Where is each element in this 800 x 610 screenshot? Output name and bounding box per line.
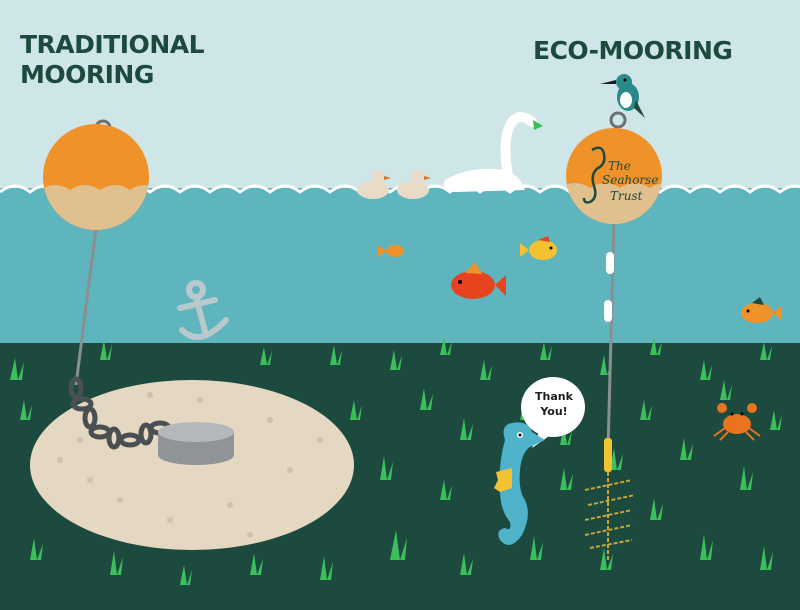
speech-bubble-line1: Thank <box>535 390 573 403</box>
sand-specks <box>57 392 323 538</box>
eco-anchor-screw <box>604 438 612 472</box>
eco-rope-floats <box>604 252 614 322</box>
traditional-mooring-rope <box>74 219 99 386</box>
eco-mooring-title: ECO-MOORING <box>533 36 733 65</box>
traditional-buoy <box>43 119 149 230</box>
traditional-title-line2: MOORING <box>20 60 154 89</box>
anchor-icon <box>177 280 229 341</box>
seahorse-icon <box>494 422 545 545</box>
buoy-logo-line2: Seahorse <box>602 173 659 187</box>
fish-icon <box>451 262 506 299</box>
duck-icon <box>397 170 431 199</box>
buoy-logo-line1: The <box>608 159 631 173</box>
concrete-block-icon <box>158 422 234 465</box>
helix-screw-anchor <box>584 472 636 560</box>
chain-icon <box>68 376 172 450</box>
crab-icon <box>713 403 761 441</box>
fish-icon <box>378 245 404 257</box>
fish-icon <box>520 236 557 260</box>
speech-bubble-text: Thank You! <box>527 389 581 419</box>
fish-icon <box>741 297 782 323</box>
duck-icon <box>357 170 391 199</box>
buoy-logo-line3: Trust <box>610 189 643 203</box>
swan-icon <box>443 112 543 192</box>
traditional-mooring-title: TRADITIONAL MOORING <box>20 30 205 90</box>
sand-scar <box>30 380 354 550</box>
traditional-title-line1: TRADITIONAL <box>20 30 205 59</box>
kingfisher-icon <box>600 74 645 118</box>
speech-bubble-line2: You! <box>540 405 568 418</box>
seagrass <box>10 337 782 585</box>
sea <box>0 188 800 348</box>
seahorse-logo-icon <box>582 146 606 204</box>
